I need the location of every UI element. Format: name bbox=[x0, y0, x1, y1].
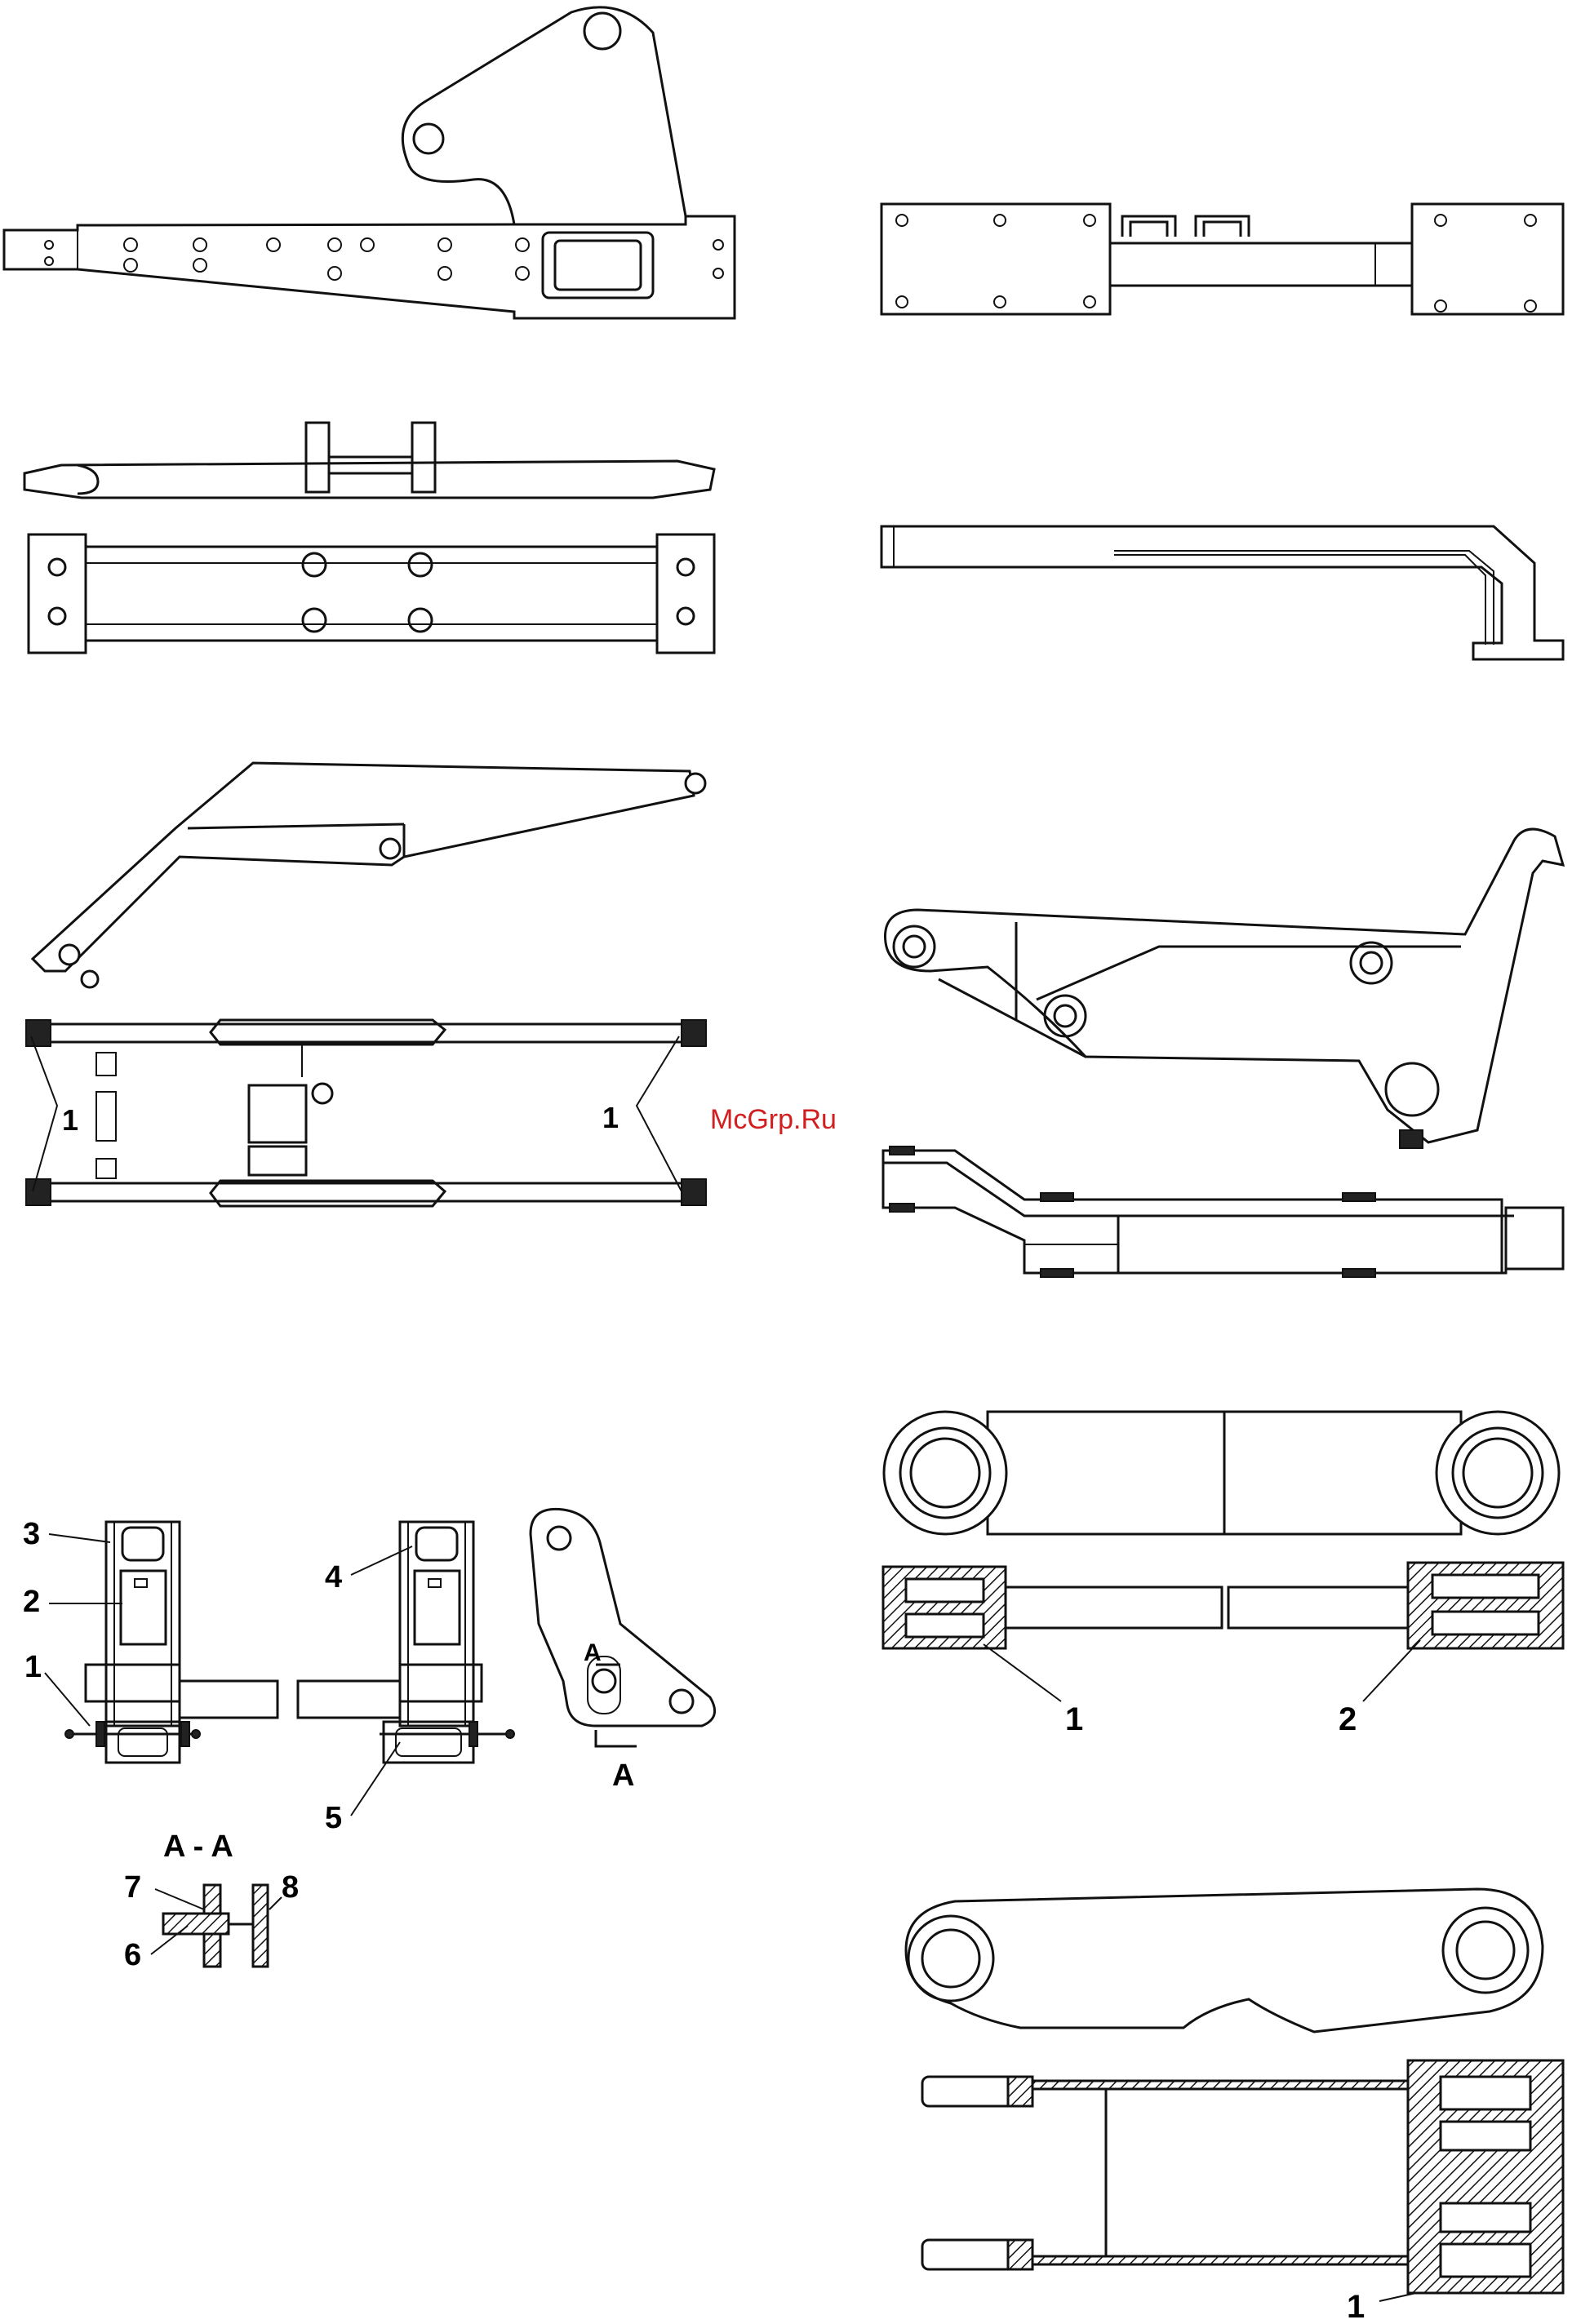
frame-side-member-drawing bbox=[4, 7, 735, 318]
callout-boom-right: 1 bbox=[602, 1101, 619, 1134]
bellcrank-drawing: 1 bbox=[906, 1889, 1563, 2320]
connecting-rod-drawing: 1 2 bbox=[883, 1412, 1563, 1737]
callout-link-4: 4 bbox=[325, 1560, 342, 1594]
callout-link-8: 8 bbox=[282, 1870, 299, 1905]
cross-member-top-view-drawing bbox=[881, 204, 1563, 314]
callout-link-6: 6 bbox=[124, 1938, 141, 1972]
callout-link-7: 7 bbox=[124, 1870, 141, 1905]
callout-boom-left: 1 bbox=[62, 1103, 78, 1137]
link-assembly-drawing: A A A - A 3 2 1 4 5 7 6 8 bbox=[23, 1509, 715, 1972]
watermark-text: McGrp.Ru bbox=[710, 1104, 837, 1135]
section-mark-bottom: A bbox=[612, 1759, 634, 1793]
callout-link-5: 5 bbox=[325, 1801, 342, 1835]
callout-rod-2: 2 bbox=[1339, 1701, 1357, 1737]
boom-arm-assembly-drawing: 1 1 bbox=[26, 763, 706, 1206]
callout-link-3: 3 bbox=[23, 1517, 40, 1551]
callout-bellcrank-1: 1 bbox=[1347, 2289, 1365, 2320]
hook-lever-drawing bbox=[883, 829, 1563, 1277]
callout-link-2: 2 bbox=[23, 1585, 40, 1619]
callout-rod-1: 1 bbox=[1065, 1701, 1083, 1737]
callout-link-1: 1 bbox=[24, 1650, 42, 1684]
section-title: A - A bbox=[163, 1829, 233, 1864]
bent-channel-drawing bbox=[881, 526, 1563, 659]
cross-beam-two-view-drawing bbox=[24, 423, 714, 653]
section-mark-plate: A bbox=[584, 1639, 602, 1666]
